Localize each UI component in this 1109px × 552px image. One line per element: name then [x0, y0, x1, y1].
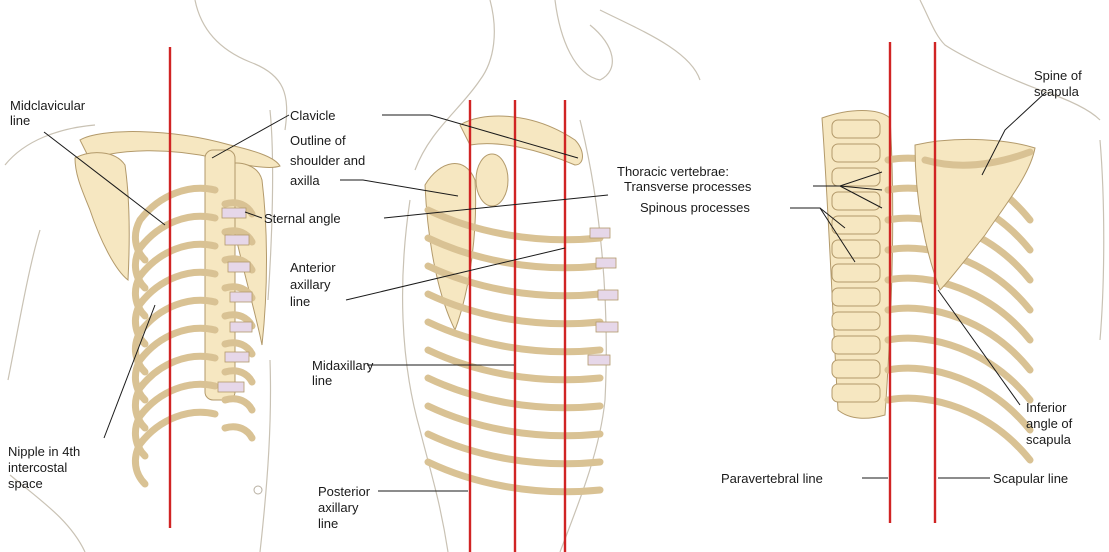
label-midclavicular-line: Midclavicular line: [10, 98, 89, 128]
vertebra-12: [832, 384, 880, 402]
vertebra-10: [832, 336, 880, 354]
anterior-rib-left-9: [135, 412, 215, 484]
label-midaxillary-line: Midaxillary line: [312, 358, 377, 388]
label-inferior-angle-of-scapula: Inferior angle of scapula: [1026, 400, 1076, 447]
label-thoracic-vertebrae: Thoracic vertebrae:: [617, 164, 729, 179]
vertebra-11: [832, 360, 880, 378]
label-spinous-processes: Spinous processes: [640, 200, 750, 215]
label-sternal-angle: Sternal angle: [264, 211, 341, 226]
anterior-rib-right-8: [225, 399, 252, 410]
vertebral-column: [822, 111, 893, 419]
vertebra-1: [832, 120, 880, 138]
anterior-rib-cage: [135, 150, 252, 484]
vertebra-9: [832, 312, 880, 330]
label-anterior-axillary-line: Anterior axillary line: [290, 260, 339, 309]
label-transverse-processes: Transverse processes: [624, 179, 752, 194]
vertebra-2: [832, 144, 880, 162]
label-nipple-intercostal-space: Nipple in 4th intercostal space: [8, 444, 84, 491]
vertebra-3: [832, 168, 880, 186]
vertebra-6: [832, 240, 880, 258]
label-scapular-line: Scapular line: [993, 471, 1068, 486]
vertebra-5: [832, 216, 880, 234]
vertebra-7: [832, 264, 880, 282]
navel: [254, 486, 262, 494]
label-spine-of-scapula: Spine of scapula: [1034, 68, 1085, 99]
label-paravertebral-line: Paravertebral line: [721, 471, 823, 486]
vertebra-8: [832, 288, 880, 306]
label-clavicle: Clavicle: [290, 108, 336, 123]
anterior-rib-right-9: [225, 427, 252, 438]
label-posterior-axillary-line: Posterior axillary line: [318, 484, 374, 531]
